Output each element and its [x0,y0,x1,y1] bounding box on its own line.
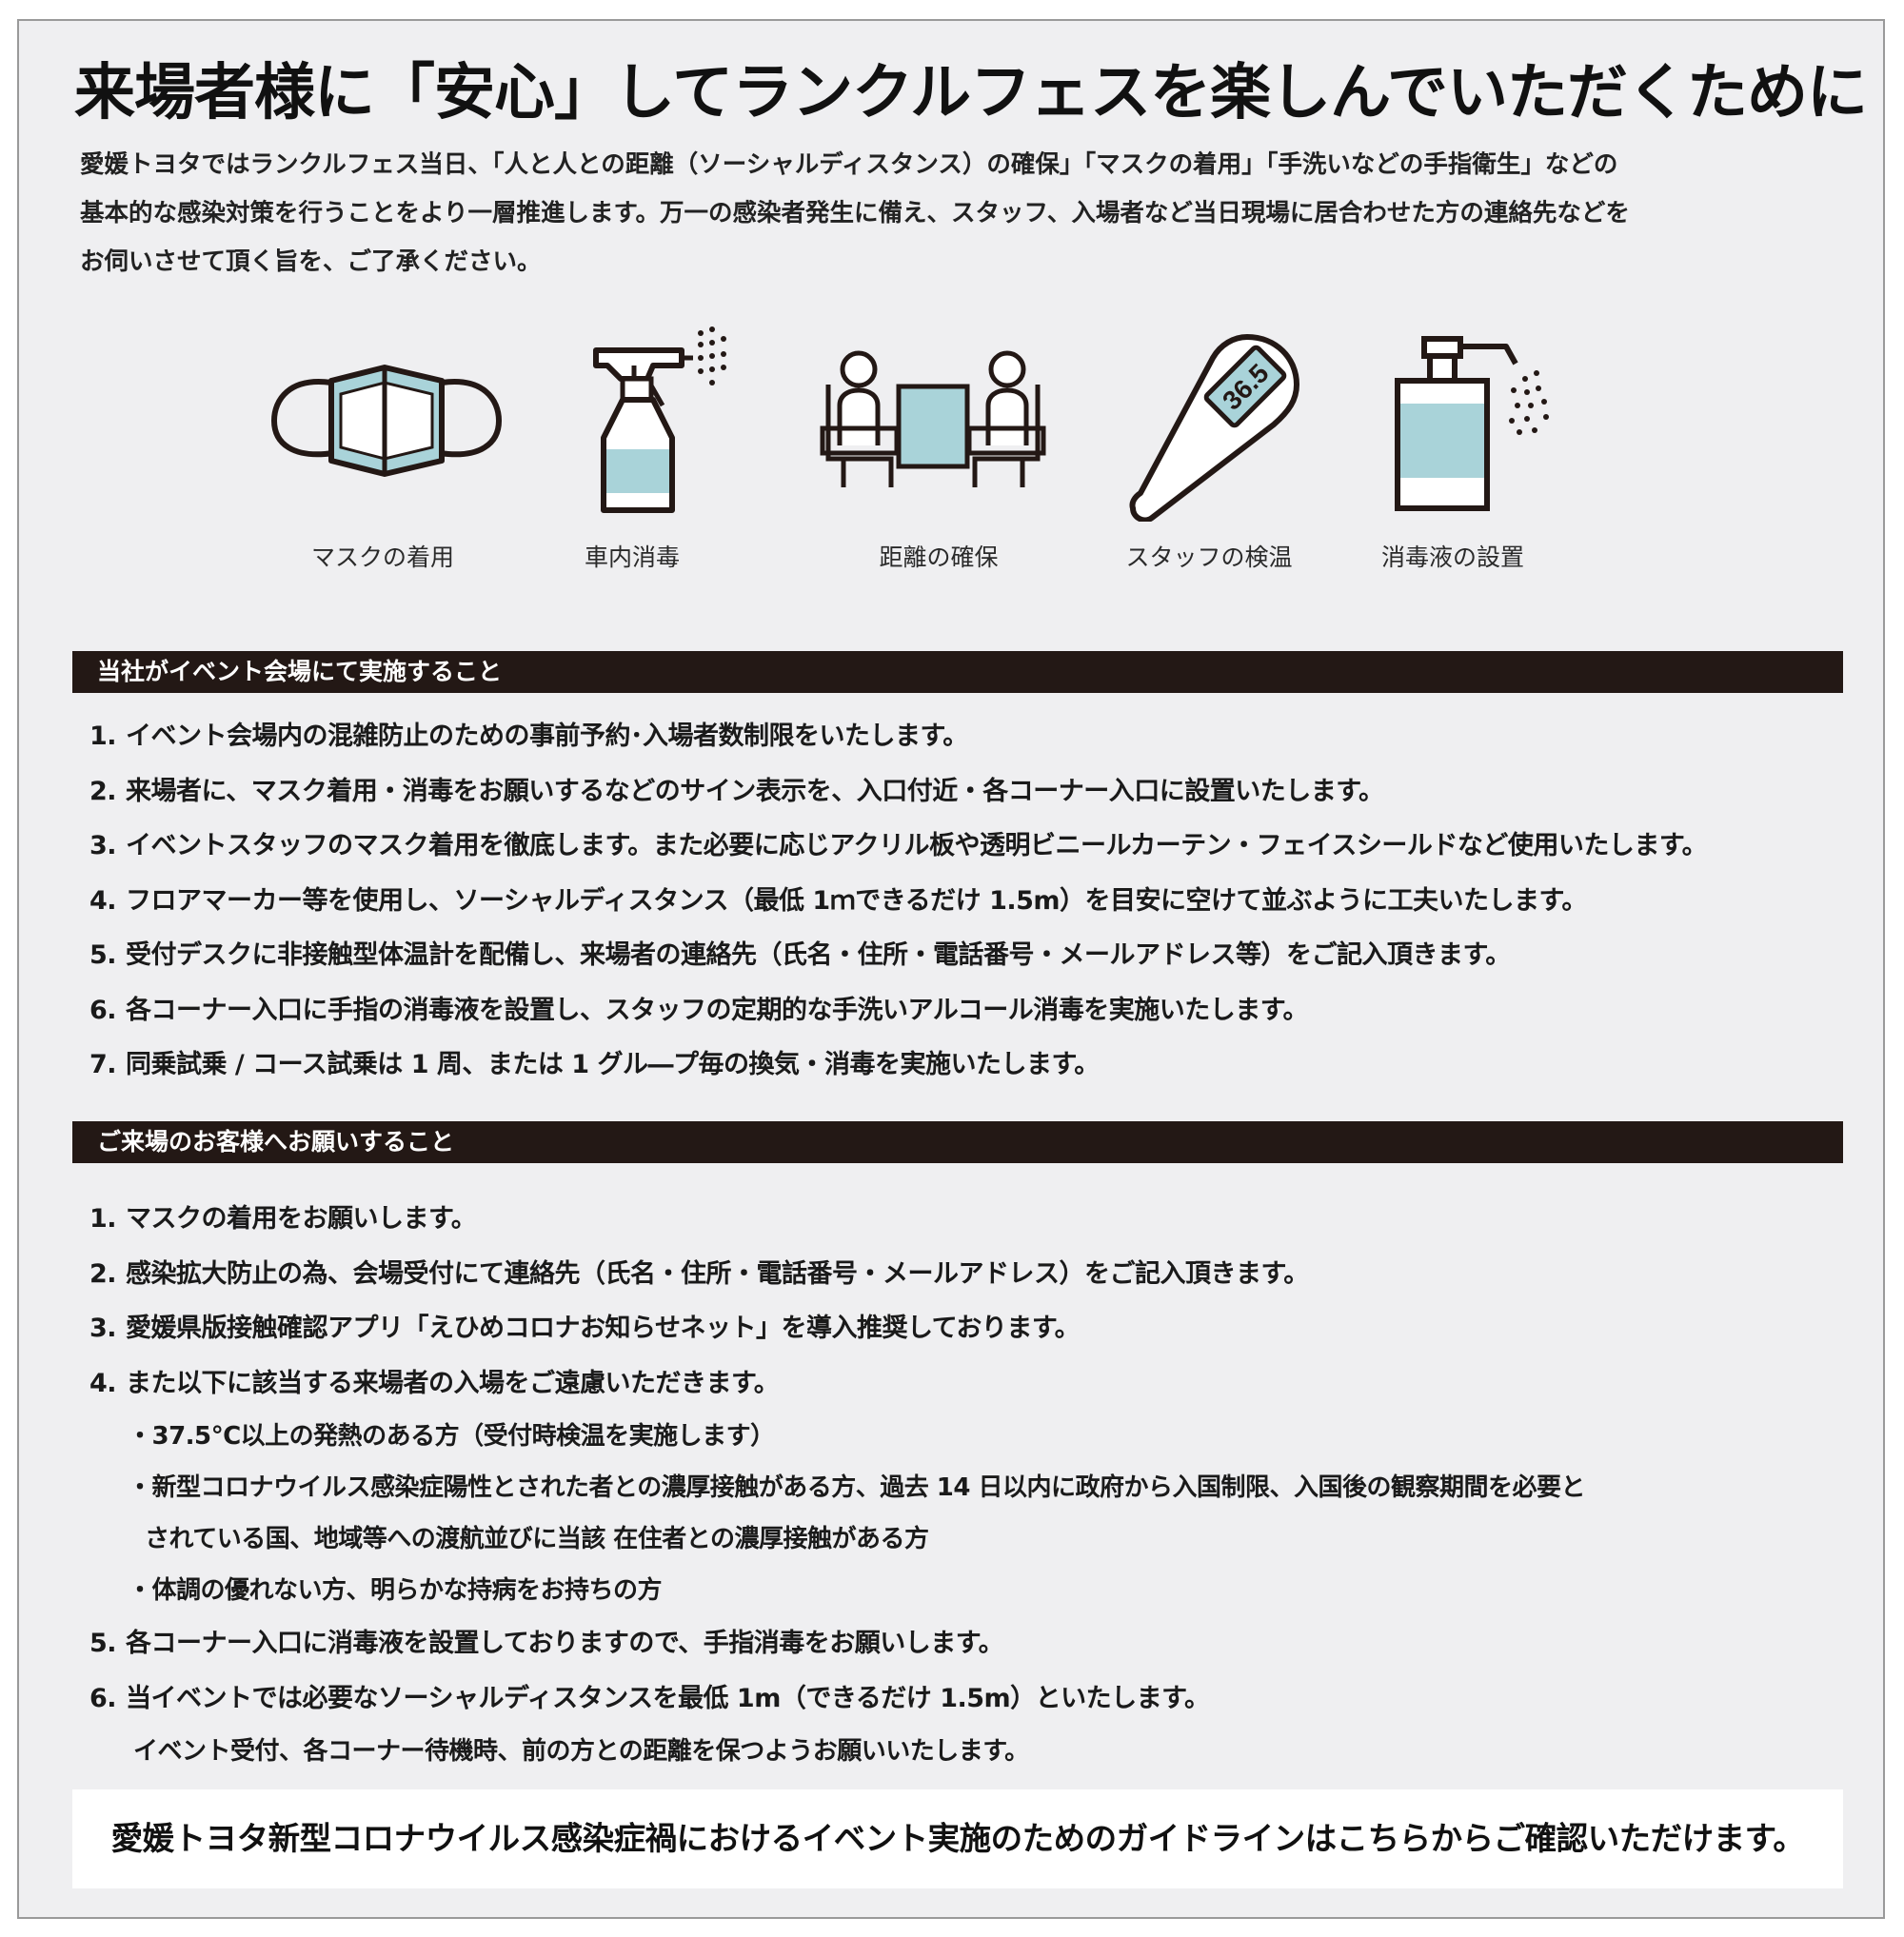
list-item: 1.イベント会場内の混雑防止のための事前予約･入場者数制限をいたします。 [89,721,968,751]
list-item: 4.また以下に該当する来場者の入場をご遠慮いただきます。 [89,1368,780,1398]
section1-list: 1.イベント会場内の混雑防止のための事前予約･入場者数制限をいたします。 2.来… [89,709,1879,1093]
list-item: 1.マスクの着用をお願いします。 [89,1204,477,1234]
intro-line: お伺いさせて頂く旨を、ご了承ください。 [80,247,542,276]
sanitizer-pump-icon [1394,333,1575,514]
list-sub-item: ・新型コロナウイルス感染症陽性とされた者との濃厚接触がある方、過去 14 日以内… [128,1473,1586,1502]
spray-bottle-icon [590,326,733,516]
guideline-link[interactable]: 愛媛トヨタ新型コロナウイルス感染症禍におけるイベント実施のためのガイドラインはこ… [72,1789,1843,1888]
intro-text: 愛媛トヨタではランクルフェス当日、「人と人との距離（ソーシャルディスタンス）の確… [80,141,1794,287]
list-item: 5.受付デスクに非接触型体温計を配備し、来場者の連絡先（氏名・住所・電話番号・メ… [89,940,1511,970]
list-item: 3.愛媛県版接触確認アプリ「えひめコロナお知らせネット」を導入推奨しております。 [89,1314,1081,1343]
list-item: 2.来場者に、マスク着用・消毒をお願いするなどのサイン表示を、入口付近・各コーナ… [89,776,1384,806]
thermometer-icon: 36.5 [1114,331,1304,522]
list-sub-item: ・体調の優れない方、明らかな持病をお持ちの方 [128,1576,663,1605]
distance-icon [819,346,1047,489]
icon-label-mask: マスクの着用 [310,544,454,571]
list-sub-item: ・37.5℃以上の発熱のある方（受付時検温を実施します） [128,1422,775,1451]
section-header-company: 当社がイベント会場にて実施すること [72,651,1843,693]
list-item: 6.各コーナー入口に手指の消毒液を設置し、スタッフの定期的な手洗いアルコール消毒… [89,995,1309,1025]
list-item: 3.イベントスタッフのマスク着用を徹底します。また必要に応じアクリル板や透明ビニ… [89,831,1708,860]
section2-list: 1.マスクの着用をお願いします。 2.感染拡大防止の為、会場受付にて連絡先（氏名… [89,1192,1879,1777]
page-frame [17,19,1885,1919]
list-sub-item-continuation: されている国、地域等への渡航並びに当該 在住者との濃厚接触がある方 [145,1525,929,1553]
list-item: 4.フロアマーカー等を使用し、ソーシャルディスタンス（最低 1ｍできるだけ 1.… [89,885,1587,916]
icon-label-distance: 距離の確保 [879,544,999,571]
list-item: 6.当イベントでは必要なソーシャルディスタンスを最低 1m（できるだけ 1.5m… [89,1683,1210,1713]
list-item: 7.同乗試乗 / コース試乗は 1 周、または 1 グル―プ毎の換気・消毒を実施… [89,1050,1100,1079]
list-item-continuation: イベント受付、各コーナー待機時、前の方との距離を保つようお願いいたします。 [133,1737,1029,1766]
section-header-visitors: ご来場のお客様へお願いすること [72,1121,1843,1163]
intro-line: 基本的な感染対策を行うことをより一層推進します。万一の感染者発生に備え、スタッフ… [80,199,1630,227]
icon-label-spray: 車内消毒 [584,544,680,571]
list-item: 2.感染拡大防止の為、会場受付にて連絡先（氏名・住所・電話番号・メールアドレス）… [89,1258,1309,1289]
page-title: 来場者様に「安心」してランクルフェスを楽しんでいただくために [74,58,1868,128]
mask-icon [270,362,503,480]
list-item: 5.各コーナー入口に消毒液を設置しておりますので、手指消毒をお願いします。 [89,1629,1004,1658]
icon-label-sanitizer: 消毒液の設置 [1380,544,1524,571]
intro-line: 愛媛トヨタではランクルフェス当日、「人と人との距離（ソーシャルディスタンス）の確… [80,150,1618,179]
icon-label-thermometer: スタッフの検温 [1125,544,1293,571]
